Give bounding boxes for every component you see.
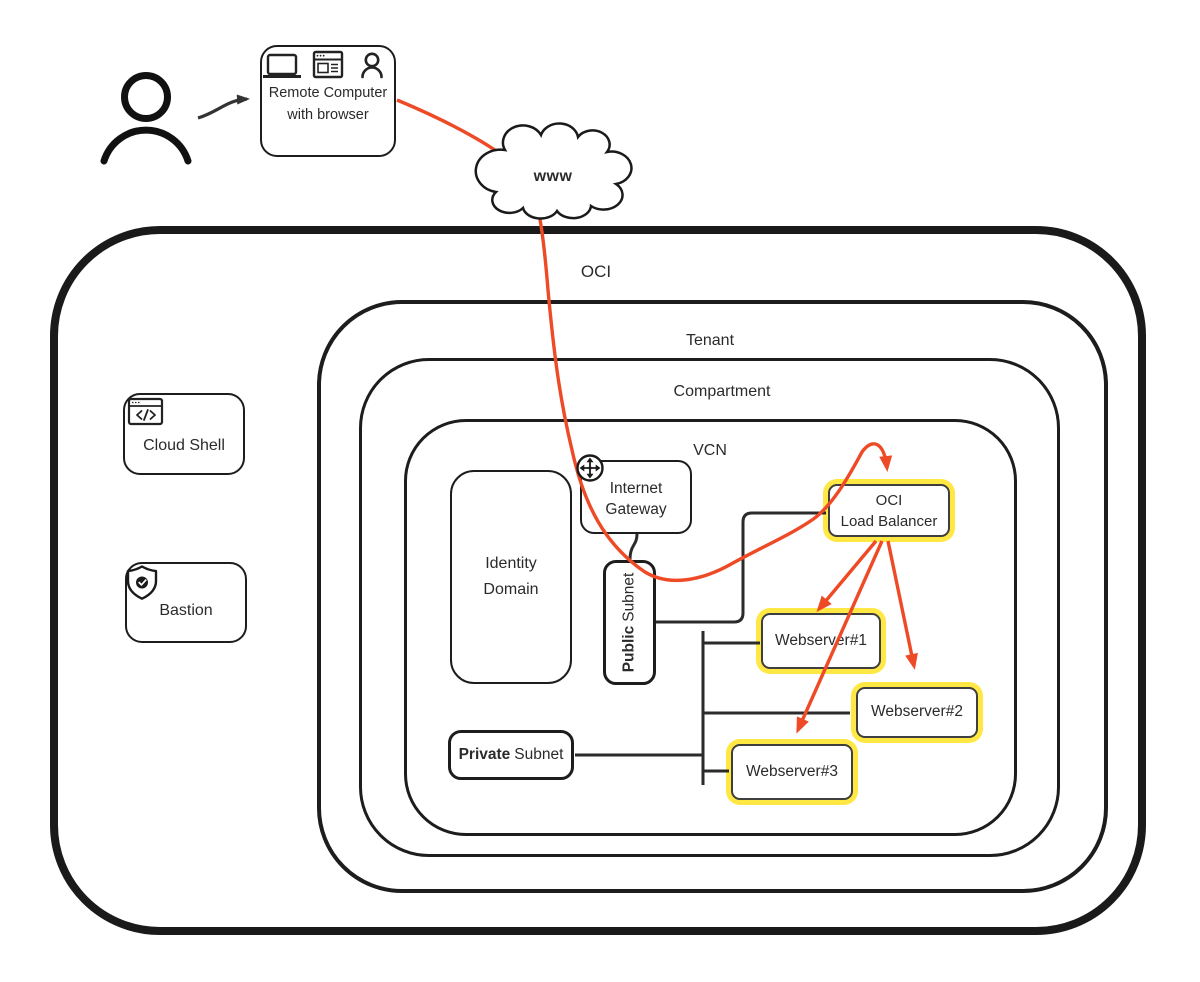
vcn-label: VCN	[693, 442, 727, 459]
identity-domain-label: Identity Domain	[483, 555, 539, 598]
webserver1-label: Webserver#1	[775, 631, 867, 649]
public-subnet-label: PublicSubnet	[620, 572, 638, 673]
actor-to-computer-arrow	[197, 94, 250, 120]
public-subnet-box: PublicSubnet	[603, 560, 656, 685]
bastion-box: Bastion	[125, 562, 247, 643]
webserver3-box: Webserver#3	[731, 744, 853, 800]
cloud-shell-box: Cloud Shell	[123, 393, 245, 475]
www-label: www	[533, 168, 573, 185]
remote-computer-label: Remote Computer with browser	[268, 85, 388, 123]
compartment-label: Compartment	[673, 383, 771, 400]
actor-icon	[100, 72, 192, 165]
webserver3-label: Webserver#3	[746, 762, 838, 780]
tenant-label: Tenant	[685, 332, 735, 349]
webserver2-label: Webserver#2	[871, 703, 963, 721]
bastion-label: Bastion	[159, 601, 213, 619]
internet-gateway-box: Internet Gateway	[580, 460, 692, 534]
webserver1-box: Webserver#1	[761, 613, 881, 669]
identity-domain-box: Identity Domain	[450, 470, 572, 684]
webserver2-box: Webserver#2	[856, 687, 978, 738]
cloud-shell-label: Cloud Shell	[143, 437, 225, 455]
oci-label: OCI	[580, 262, 612, 281]
load-balancer-label: OCI Load Balancer	[840, 491, 938, 530]
internet-gateway-label: Internet Gateway	[605, 480, 667, 518]
remote-computer-box: Remote Computer with browser	[260, 45, 396, 157]
load-balancer-box: OCI Load Balancer	[828, 484, 950, 537]
